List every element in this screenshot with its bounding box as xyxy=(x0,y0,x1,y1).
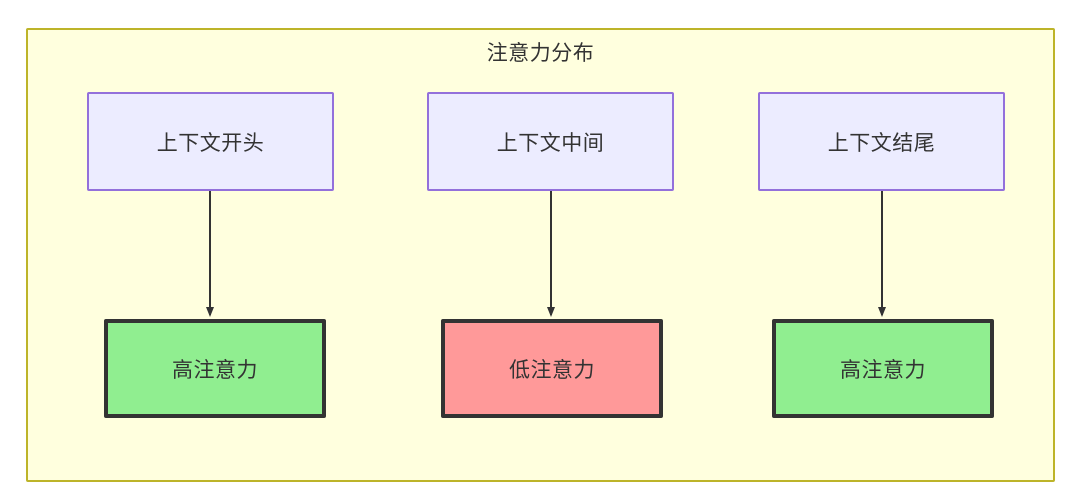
node-context-middle[interactable]: 上下文中间 xyxy=(427,92,674,191)
node-high-attention-start[interactable]: 高注意力 xyxy=(104,319,326,418)
node-context-start-label: 上下文开头 xyxy=(156,131,265,155)
node-high-attention-start-label: 高注意力 xyxy=(172,358,258,382)
node-high-attention-end-label: 高注意力 xyxy=(840,358,926,382)
node-context-end-label: 上下文结尾 xyxy=(827,131,936,155)
node-context-middle-label: 上下文中间 xyxy=(496,131,605,155)
node-high-attention-end[interactable]: 高注意力 xyxy=(772,319,994,418)
node-context-end[interactable]: 上下文结尾 xyxy=(758,92,1005,191)
node-context-start[interactable]: 上下文开头 xyxy=(87,92,334,191)
diagram-title: 注意力分布 xyxy=(486,42,595,65)
node-low-attention-middle-label: 低注意力 xyxy=(509,358,595,382)
node-low-attention-middle[interactable]: 低注意力 xyxy=(441,319,663,418)
